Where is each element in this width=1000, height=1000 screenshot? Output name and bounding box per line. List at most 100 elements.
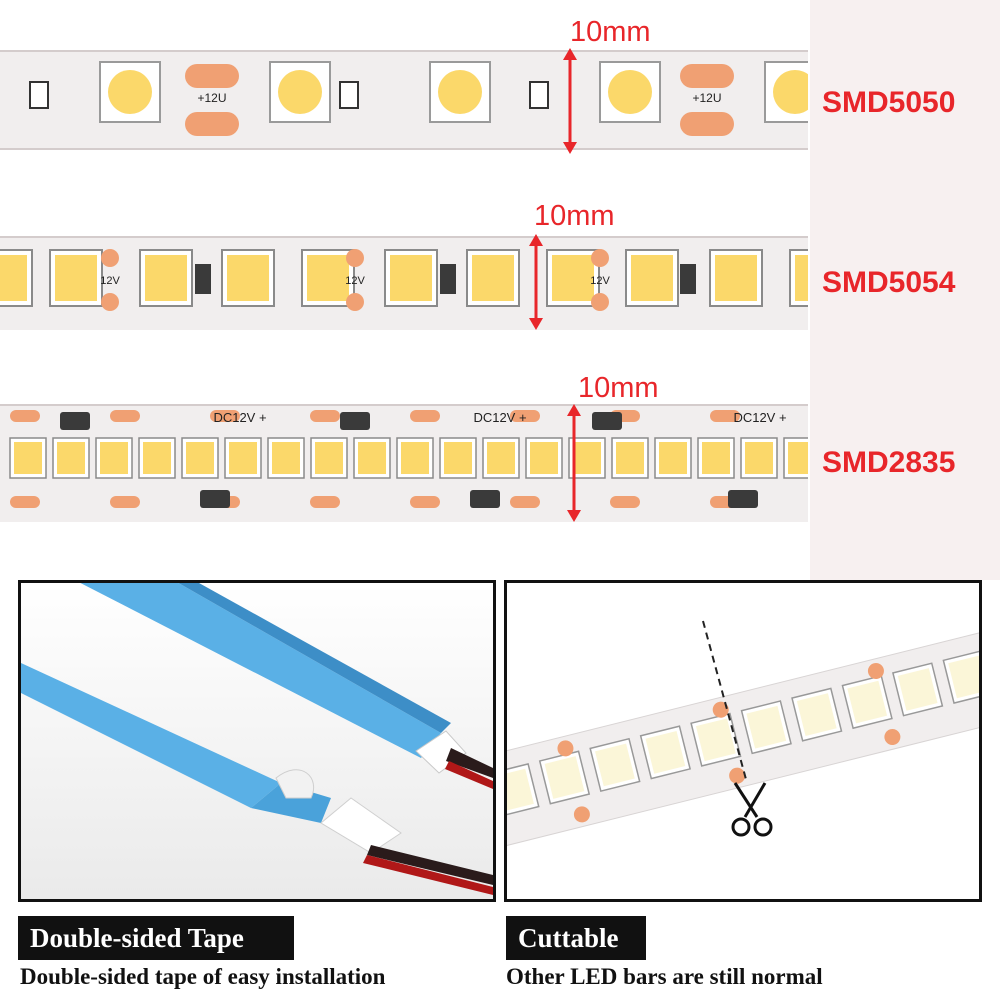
- led-emitter: [659, 442, 687, 474]
- resistor: [29, 81, 49, 109]
- resistor: [339, 81, 359, 109]
- solder-pad: [101, 293, 119, 311]
- led-emitter: [746, 705, 787, 749]
- led-emitter: [229, 442, 257, 474]
- led-emitter: [186, 442, 214, 474]
- led-emitter: [773, 70, 808, 114]
- strip-marking: 12V: [345, 275, 365, 287]
- led-emitter: [645, 731, 686, 774]
- led-emitter: [390, 255, 432, 301]
- solder-pad: [310, 410, 340, 422]
- solder-pad: [573, 806, 590, 823]
- solder-pad: [310, 496, 340, 508]
- led-emitter: [530, 442, 558, 474]
- led-emitter: [795, 255, 808, 301]
- led-emitter: [100, 442, 128, 474]
- strip-marking: DC12V +: [213, 410, 266, 425]
- solder-pad: [185, 64, 239, 88]
- led-emitter: [444, 442, 472, 474]
- led-emitter: [315, 442, 343, 474]
- led-emitter: [108, 70, 152, 114]
- dimension-arrow-icon: [567, 404, 581, 522]
- label-column-background: [810, 0, 1000, 580]
- solder-pad: [510, 410, 540, 422]
- led-emitter: [358, 442, 386, 474]
- solder-pad: [884, 728, 901, 745]
- strip-smd5050: +12U +12U: [0, 50, 808, 150]
- led-emitter: [544, 756, 585, 799]
- dimension-arrow-icon: [563, 48, 577, 154]
- led-emitter: [948, 655, 979, 699]
- led-emitter: [702, 442, 730, 474]
- strip-marking: +12U: [692, 91, 721, 105]
- strip-smd5050-drawing: +12U +12U: [0, 50, 808, 150]
- solder-pad: [110, 410, 140, 422]
- dimension-label-smd5054: 10mm: [534, 200, 615, 232]
- resistor: [440, 264, 456, 294]
- model-label-smd5054: SMD5054: [822, 266, 956, 299]
- solder-pad: [591, 249, 609, 267]
- tape-caption-description: Double-sided tape of easy installation: [20, 964, 386, 989]
- led-emitter: [472, 255, 514, 301]
- led-emitter: [401, 442, 429, 474]
- resistor: [340, 412, 370, 430]
- led-emitter: [631, 255, 673, 301]
- led-emitter: [573, 442, 601, 474]
- dimension-arrow-icon: [529, 234, 543, 330]
- solder-pad: [101, 249, 119, 267]
- strip-smd2835-drawing: DC12V + DC12V + DC12V +: [0, 404, 808, 522]
- led-emitter: [745, 442, 773, 474]
- solder-pad: [185, 112, 239, 136]
- led-emitter: [272, 442, 300, 474]
- resistor: [529, 81, 549, 109]
- solder-pad: [346, 249, 364, 267]
- solder-pad: [610, 496, 640, 508]
- led-emitter: [487, 442, 515, 474]
- led-emitter: [897, 668, 938, 711]
- strip-smd2835: DC12V + DC12V + DC12V +: [0, 404, 808, 522]
- led-emitter: [143, 442, 171, 474]
- strip-marking: DC12V +: [733, 410, 786, 425]
- led-emitter: [278, 70, 322, 114]
- led-emitter: [145, 255, 187, 301]
- cut-caption-description: Other LED bars are still normal: [506, 964, 823, 989]
- tape-illustration: [21, 583, 493, 899]
- strip-marking: +12U: [197, 91, 226, 105]
- resistor: [470, 490, 500, 508]
- led-emitter: [507, 768, 534, 812]
- cut-line-icon: [702, 620, 748, 784]
- led-emitter: [0, 255, 27, 301]
- strip-marking: DC12V +: [473, 410, 526, 425]
- led-emitter: [14, 442, 42, 474]
- cut-caption-title: Cuttable: [506, 916, 646, 960]
- model-label-smd2835: SMD2835: [822, 446, 956, 479]
- solder-pad: [680, 112, 734, 136]
- solder-pad: [210, 410, 240, 422]
- tape-caption-title: Double-sided Tape: [18, 916, 294, 960]
- solder-pad: [10, 410, 40, 422]
- solder-pad: [110, 496, 140, 508]
- solder-pad: [712, 701, 729, 718]
- led-emitter: [796, 693, 837, 736]
- solder-pad: [410, 496, 440, 508]
- solder-pad: [680, 64, 734, 88]
- led-emitter: [847, 680, 888, 724]
- dimension-label-smd2835: 10mm: [578, 372, 659, 404]
- solder-pad: [410, 410, 440, 422]
- dimension-label-smd5050: 10mm: [570, 16, 651, 48]
- led-emitter: [552, 255, 594, 301]
- resistor: [60, 412, 90, 430]
- solder-pad: [710, 410, 740, 422]
- solder-pad: [10, 496, 40, 508]
- led-emitter: [695, 718, 736, 762]
- solder-pad: [557, 740, 574, 757]
- resistor: [728, 490, 758, 508]
- led-emitter: [788, 442, 808, 474]
- led-emitter: [307, 255, 349, 301]
- solder-pad: [591, 293, 609, 311]
- led-emitter: [616, 442, 644, 474]
- model-label-smd5050: SMD5050: [822, 86, 956, 119]
- resistor: [195, 264, 211, 294]
- strip-marking: 12V: [100, 275, 120, 287]
- strip-marking: 12V: [590, 275, 610, 287]
